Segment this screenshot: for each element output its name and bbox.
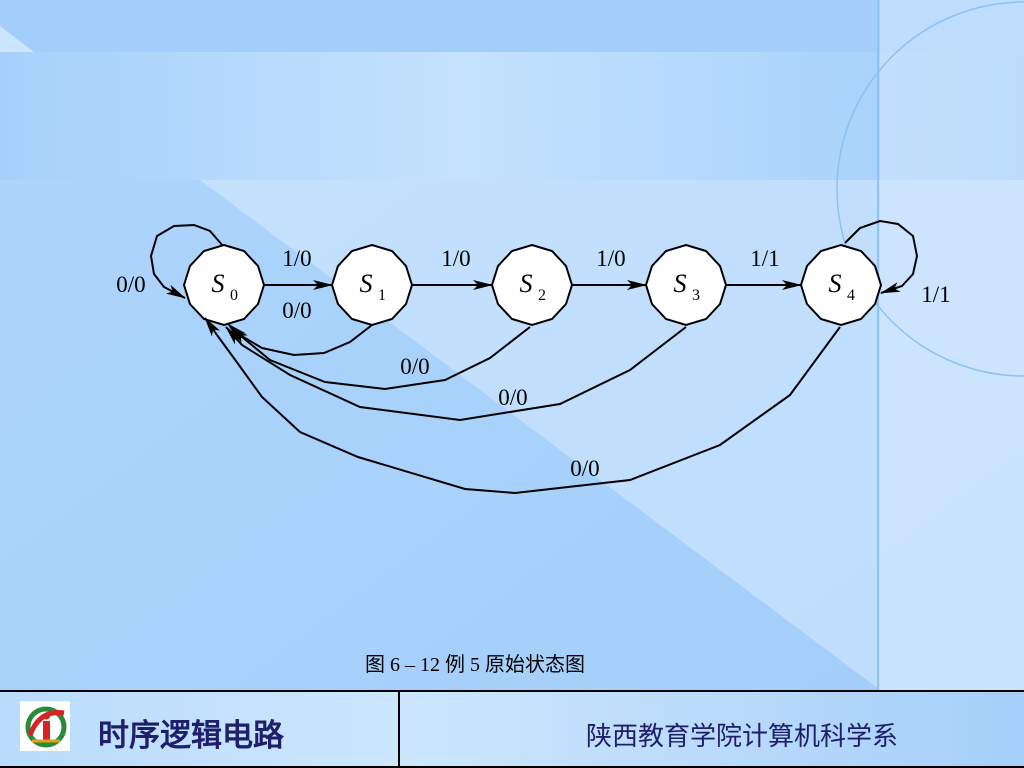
- label-s1-s0: 0/0: [282, 298, 311, 323]
- state-label: S: [212, 269, 225, 298]
- state-subscript: 2: [538, 287, 546, 304]
- state-label: S: [829, 269, 842, 298]
- edge-s4-s0: [204, 317, 841, 495]
- label-s2-s0: 0/0: [400, 354, 429, 379]
- label-s4-s0: 0/0: [570, 456, 599, 481]
- state-s3: S 3: [644, 243, 728, 327]
- state-subscript: 0: [230, 287, 238, 304]
- department-name: 陕西教育学院计算机科学系: [586, 722, 899, 752]
- state-subscript: 1: [378, 287, 386, 304]
- state-label: S: [520, 269, 533, 298]
- footer-bar: 时序逻辑电路 陕西教育学院计算机科学系: [0, 690, 1024, 768]
- label-s4-self: 1/1: [921, 282, 950, 307]
- institution-logo-icon: [20, 701, 70, 751]
- label-s2-s3: 1/0: [596, 246, 625, 271]
- label-s1-s2: 1/0: [441, 246, 470, 271]
- label-s3-s0: 0/0: [498, 385, 527, 410]
- state-s4: S 4: [799, 243, 883, 327]
- label-s0-s1: 1/0: [282, 246, 311, 271]
- state-s1: S 1: [330, 243, 414, 327]
- state-subscript: 3: [692, 287, 700, 304]
- figure-caption: 图 6 – 12 例 5 原始状态图: [365, 654, 585, 676]
- course-title: 时序逻辑电路: [98, 718, 284, 754]
- state-label: S: [674, 269, 687, 298]
- state-label: S: [360, 269, 373, 298]
- edge-s4-self: [844, 219, 919, 294]
- label-s3-s4: 1/1: [750, 246, 779, 271]
- edge-s0-self: [149, 223, 224, 299]
- edge-s3-s0: [225, 326, 687, 422]
- state-diagram: S 0 S 1 S 2 S 3 S 4 0/0 1/0 1/0 1/0 1/1 …: [116, 219, 951, 495]
- state-subscript: 4: [847, 287, 855, 304]
- state-s0: S 0: [182, 243, 266, 327]
- footer-left-panel: 时序逻辑电路: [0, 692, 400, 766]
- state-s2: S 2: [490, 243, 574, 327]
- label-s0-self: 0/0: [116, 272, 145, 297]
- edge-s2-s0: [229, 326, 531, 391]
